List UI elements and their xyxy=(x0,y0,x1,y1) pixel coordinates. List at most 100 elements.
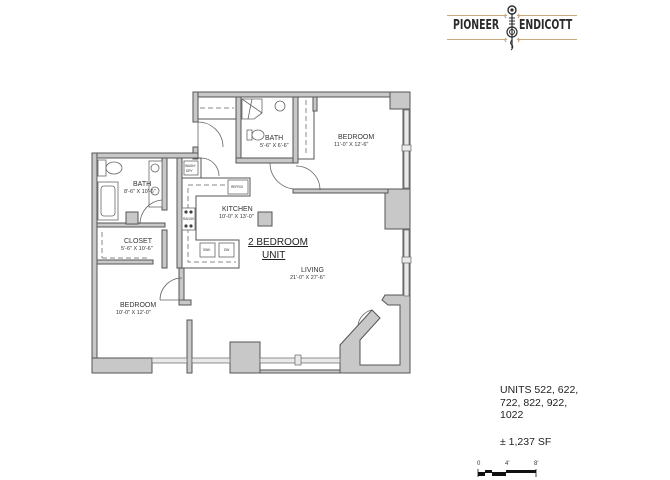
door-entry-closet xyxy=(197,121,224,148)
sink xyxy=(150,186,160,196)
bedroom1-dims: 11'-0" X 12'-6" xyxy=(334,142,368,148)
bath1-dims: 5'-6" X 6'-6" xyxy=(260,143,289,149)
bathtub-basin xyxy=(100,185,116,217)
wall-left xyxy=(91,152,98,374)
refrigerator xyxy=(227,179,249,195)
column-kitchen xyxy=(257,211,273,227)
wall-top xyxy=(192,91,411,98)
wall-corner-angled xyxy=(339,294,411,374)
scale-tick-8: 8' xyxy=(534,461,539,467)
kitchen-dims: 10'-0" X 13'-0" xyxy=(219,214,254,220)
burner xyxy=(189,224,193,228)
wall-bedroom2-jog xyxy=(178,299,192,306)
logo-rule-top-right xyxy=(517,15,577,16)
shower-line xyxy=(247,98,253,120)
unit-title-line1: 2 BEDROOM xyxy=(248,237,308,248)
dishwasher-label: DW xyxy=(224,248,229,252)
bedroom1-closet xyxy=(297,96,315,160)
wall-bath1-bottom xyxy=(235,157,297,164)
wall-right-pier xyxy=(384,188,411,230)
wall-kitchen-left xyxy=(176,157,183,269)
shower xyxy=(241,98,263,120)
living-name: LIVING xyxy=(301,267,324,274)
door-balcony xyxy=(357,309,373,326)
washer-dryer-label: WASH/ xyxy=(185,164,195,168)
bath1-name: BATH xyxy=(265,135,283,142)
logo-microphone-icon xyxy=(504,5,520,51)
units-line-2: 722, 822, 922, xyxy=(500,396,568,409)
window-mullion xyxy=(401,256,412,264)
range-label: RANGE xyxy=(183,217,194,221)
bath2-name: BATH xyxy=(133,181,151,188)
wall-bedroom2-right-top xyxy=(178,267,185,304)
washer-dryer xyxy=(183,160,199,176)
wall-bedroom2-right xyxy=(186,319,193,374)
burner xyxy=(189,210,193,214)
square-footage: ± 1,237 SF xyxy=(500,435,552,448)
wall-bottom-pier xyxy=(229,341,261,374)
sink xyxy=(150,163,160,173)
bedroom2-dims: 10'-0" X 12'-0" xyxy=(116,310,151,316)
wall-bedroom1-stub xyxy=(312,96,318,112)
bedroom1-name: BEDROOM xyxy=(338,134,374,141)
fixtures: WASH/ DRY REFRIG RANGE SINK DW xyxy=(97,98,286,259)
interior-walls xyxy=(96,96,389,306)
kitchen-sink xyxy=(199,242,216,258)
doors xyxy=(139,121,373,326)
closet-name: CLOSET xyxy=(124,238,153,245)
bedroom2-name: BEDROOM xyxy=(120,302,156,309)
wall-closet-bottom xyxy=(96,259,154,265)
window-living-bottom-left xyxy=(191,357,231,364)
range xyxy=(181,207,196,231)
wall-entry-left xyxy=(192,91,199,123)
upper-cabinets xyxy=(187,184,245,263)
door-bath1 xyxy=(269,162,297,190)
logo-rule-bottom-left xyxy=(447,39,507,40)
unit-info: UNITS 522, 622, 722, 822, 922, 1022 ± 1,… xyxy=(500,384,610,448)
toilet-bowl xyxy=(105,161,123,175)
scale-bar-graphic xyxy=(477,469,537,477)
shower-line xyxy=(241,98,263,114)
washer-dryer-label: DRY xyxy=(186,169,194,173)
scale-bar: 0 4' 8' xyxy=(474,461,540,478)
door-bedroom2 xyxy=(159,277,183,301)
door-bedroom1 xyxy=(295,165,321,191)
wall-bottom-right xyxy=(259,369,341,374)
refrigerator-label: REFRIG xyxy=(231,185,244,189)
bath1-sink xyxy=(274,100,286,112)
logo-word-right: ENDICOTT xyxy=(519,18,573,33)
window-bedroom2 xyxy=(151,357,188,364)
wall-corner-top-right xyxy=(389,91,411,110)
room-labels: BATH 5'-6" X 6'-6" BEDROOM 11'-0" X 12'-… xyxy=(116,134,374,316)
wall-bath1-left xyxy=(235,96,242,164)
dishwasher xyxy=(218,242,235,258)
wall-bath1-right xyxy=(292,96,299,164)
units-line-1: UNITS 522, 622, xyxy=(500,384,579,396)
windows xyxy=(151,109,412,366)
logo-word-left: PIONEER xyxy=(453,18,500,33)
window-mullion xyxy=(294,354,302,366)
toilet-tank xyxy=(246,129,253,141)
wall-closet-right xyxy=(161,229,168,269)
wall-bedroom1-bottom xyxy=(292,188,389,194)
living-dims: 21'-0" X 27'-6" xyxy=(290,275,325,281)
toilet-bowl xyxy=(251,129,265,141)
wall-bottom-left-pier xyxy=(91,357,153,374)
door-washer-dryer xyxy=(200,157,220,177)
pioneer-endicott-logo: PIONEER ENDICOTT xyxy=(447,4,577,52)
sink-label: SINK xyxy=(203,248,211,252)
units-line-3: 1022 xyxy=(500,409,524,421)
logo-rule-top-left xyxy=(447,15,507,16)
column-bath2 xyxy=(125,211,139,225)
kitchen-counters xyxy=(182,177,251,269)
toilet-tank xyxy=(97,159,107,177)
wall-bath2-right xyxy=(161,157,168,211)
scale-tick-0: 0 xyxy=(477,461,481,467)
vanity xyxy=(148,160,163,208)
logo-rule-bottom-right xyxy=(517,39,577,40)
wall-bath2-top xyxy=(91,152,199,159)
bath2-dims: 8'-6" X 10'-6" xyxy=(124,189,156,195)
kitchen-name: KITCHEN xyxy=(222,206,253,213)
window-mullion xyxy=(401,144,412,152)
